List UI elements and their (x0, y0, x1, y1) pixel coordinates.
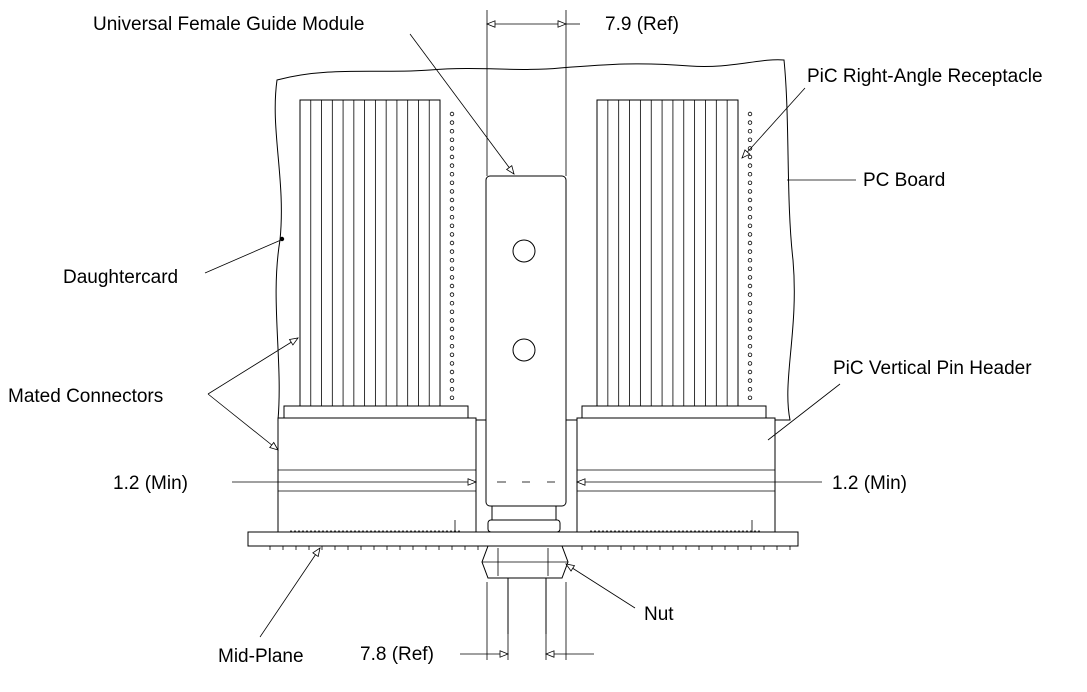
contact-dot (449, 378, 455, 383)
guide-hole-upper (512, 239, 536, 263)
left-pin-header (277, 405, 477, 533)
contact-dot (747, 352, 753, 357)
contact-dot (747, 292, 753, 297)
ref-top-label: 7.9 (Ref) (605, 14, 679, 35)
contact-dot (747, 128, 753, 134)
contact-dot (449, 128, 455, 134)
contact-dot (449, 292, 455, 297)
ref-bottom-label: 7.8 (Ref) (360, 644, 434, 665)
contact-dot (449, 326, 455, 332)
contact-dot (747, 275, 753, 280)
contact-dot (449, 180, 455, 185)
contact-dot (747, 258, 753, 263)
contact-dot (449, 361, 455, 366)
contact-dot (449, 197, 455, 203)
pc-board-label: PC Board (863, 170, 945, 191)
contact-dot (747, 378, 753, 383)
contact-dot (747, 361, 753, 366)
contact-dot (449, 137, 455, 142)
contact-dot (449, 352, 455, 357)
right-receptacle (596, 99, 753, 409)
contact-dot (747, 283, 753, 289)
contact-dot (747, 214, 753, 220)
guide-module (485, 175, 567, 533)
receptacle-label: PiC Right-Angle Receptacle (807, 66, 1043, 87)
contact-dot (449, 266, 455, 271)
contact-dot (747, 223, 753, 228)
contact-dot (747, 232, 753, 237)
contact-dot (449, 163, 455, 168)
left-receptacle (299, 99, 455, 409)
contact-dot (449, 146, 455, 151)
contact-dot (747, 197, 753, 203)
contact-dot (449, 171, 455, 177)
contact-dot (747, 171, 753, 177)
contact-dot (449, 240, 455, 246)
mated-connectors-label: Mated Connectors (8, 386, 163, 407)
contact-dot (747, 266, 753, 271)
contact-dot (449, 275, 455, 280)
nut (481, 545, 569, 634)
contact-dot (449, 189, 455, 194)
contact-dot (449, 120, 455, 125)
contact-dot (449, 318, 455, 323)
contact-dot (449, 395, 455, 400)
contact-dot (747, 369, 753, 375)
contact-dot (747, 120, 753, 125)
min-right-label: 1.2 (Min) (832, 473, 907, 494)
min-left-label: 1.2 (Min) (113, 473, 188, 494)
contact-dot (449, 232, 455, 237)
contact-dot (747, 387, 753, 392)
contact-dot (747, 137, 753, 142)
contact-dot (747, 206, 753, 211)
nut-label: Nut (644, 604, 674, 625)
contact-dot (747, 154, 753, 160)
receptacle-body (596, 99, 739, 409)
contact-dot (747, 395, 753, 400)
daughtercard-label: Daughtercard (63, 267, 178, 288)
contact-dot (449, 249, 455, 254)
contact-dot (747, 240, 753, 246)
contact-dot (449, 154, 455, 160)
contact-dot (449, 206, 455, 211)
contact-dot (449, 309, 455, 314)
pin-header-label: PiC Vertical Pin Header (833, 358, 1032, 379)
contact-dot (747, 163, 753, 168)
contact-dot (747, 326, 753, 332)
contact-dot (449, 335, 455, 340)
contact-dot (449, 111, 455, 117)
contact-dot (747, 309, 753, 314)
contact-dot (449, 344, 455, 349)
contact-dot (747, 335, 753, 340)
midplane-label: Mid-Plane (218, 646, 304, 667)
contact-dot (747, 249, 753, 254)
guide-hole-lower (512, 338, 536, 362)
contact-dot (449, 214, 455, 220)
daughtercard-outline (274, 59, 795, 421)
right-pin-header (576, 405, 776, 533)
contact-dot (449, 387, 455, 392)
contact-dot (747, 344, 753, 349)
contact-dot (747, 111, 753, 117)
receptacle-body (299, 99, 441, 409)
daughtercard-dot (279, 236, 285, 242)
contact-dot (449, 301, 455, 306)
contact-dot (747, 180, 753, 185)
contact-dot (449, 223, 455, 228)
guide-module-label: Universal Female Guide Module (93, 14, 364, 35)
contact-dot (449, 369, 455, 375)
contact-dot (747, 301, 753, 306)
contact-dot (449, 283, 455, 289)
contact-dot (449, 258, 455, 263)
contact-dot (747, 189, 753, 194)
contact-dot (747, 318, 753, 323)
